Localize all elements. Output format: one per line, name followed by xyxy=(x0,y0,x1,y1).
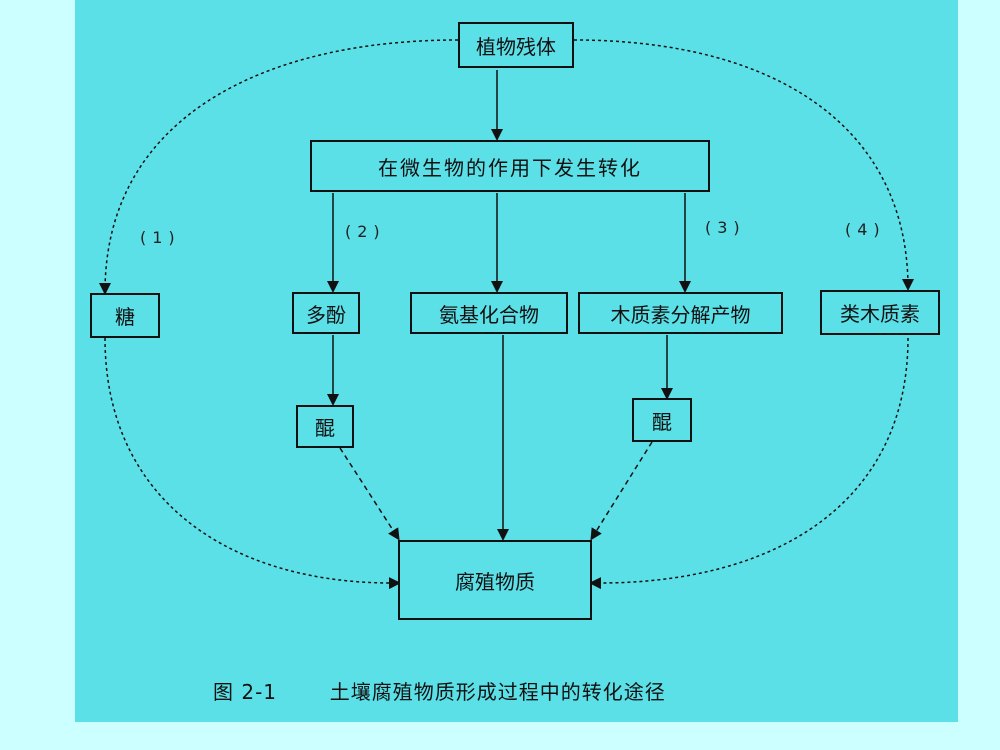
pathway-label-1: (1) xyxy=(140,228,181,247)
node-quinone-right: 醌 xyxy=(632,398,692,442)
arrow-residue-to-sugar xyxy=(99,39,459,295)
figure-caption: 图 2-1 土壤腐殖物质形成过程中的转化途径 xyxy=(213,676,666,705)
node-quinone-left: 醌 xyxy=(296,405,354,448)
arrow-lignin-to-humus xyxy=(589,337,909,590)
arrow-quinone-left-to-humus xyxy=(339,447,400,541)
node-polyphenol: 多酚 xyxy=(292,292,360,334)
node-microbe-transform: 在微生物的作用下发生转化 xyxy=(310,140,710,192)
node-sugar: 糖 xyxy=(90,293,160,338)
node-plant-residue: 植物残体 xyxy=(458,22,574,68)
arrow-sugar-to-humus xyxy=(104,337,401,590)
node-lignin: 类木质素 xyxy=(820,290,940,335)
figure-title: 土壤腐殖物质形成过程中的转化途径 xyxy=(329,680,666,704)
node-lignin-products: 木质素分解产物 xyxy=(578,292,783,334)
figure-number: 图 2-1 xyxy=(213,680,278,704)
arrow-quinone-right-to-humus xyxy=(590,441,653,541)
pathway-label-2: (2) xyxy=(345,222,386,241)
pathway-label-4: (4) xyxy=(845,220,886,239)
arrow-residue-to-lignin xyxy=(573,39,914,291)
node-humus: 腐殖物质 xyxy=(398,540,592,620)
pathway-label-3: (3) xyxy=(705,218,746,237)
node-amino-compound: 氨基化合物 xyxy=(410,292,568,334)
